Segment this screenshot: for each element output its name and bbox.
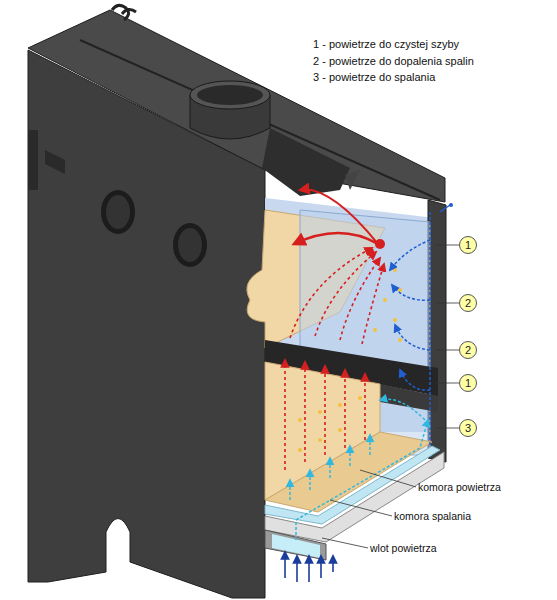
part-label: komora spalania xyxy=(394,510,471,523)
callout-circle: 2 xyxy=(459,341,477,359)
callout-number: 2 xyxy=(465,345,471,356)
callout-circle: 2 xyxy=(459,294,477,312)
callout-number: 1 xyxy=(465,240,471,251)
legend-text: 3 - powietrze do spalania xyxy=(313,71,435,84)
callout-number: 2 xyxy=(465,298,471,309)
legend-text: 2 - powietrze do dopalenia spalin xyxy=(313,55,474,68)
part-label: wlot powietrza xyxy=(370,542,437,555)
callout-circle: 1 xyxy=(459,374,477,392)
callout-number: 3 xyxy=(465,423,471,434)
callout-number: 1 xyxy=(465,378,471,389)
part-label: komora powietrza xyxy=(418,481,501,494)
callout-circle: 3 xyxy=(459,419,477,437)
legend-text: 1 - powietrze do czystej szyby xyxy=(313,38,459,51)
callout-circle: 1 xyxy=(459,236,477,254)
